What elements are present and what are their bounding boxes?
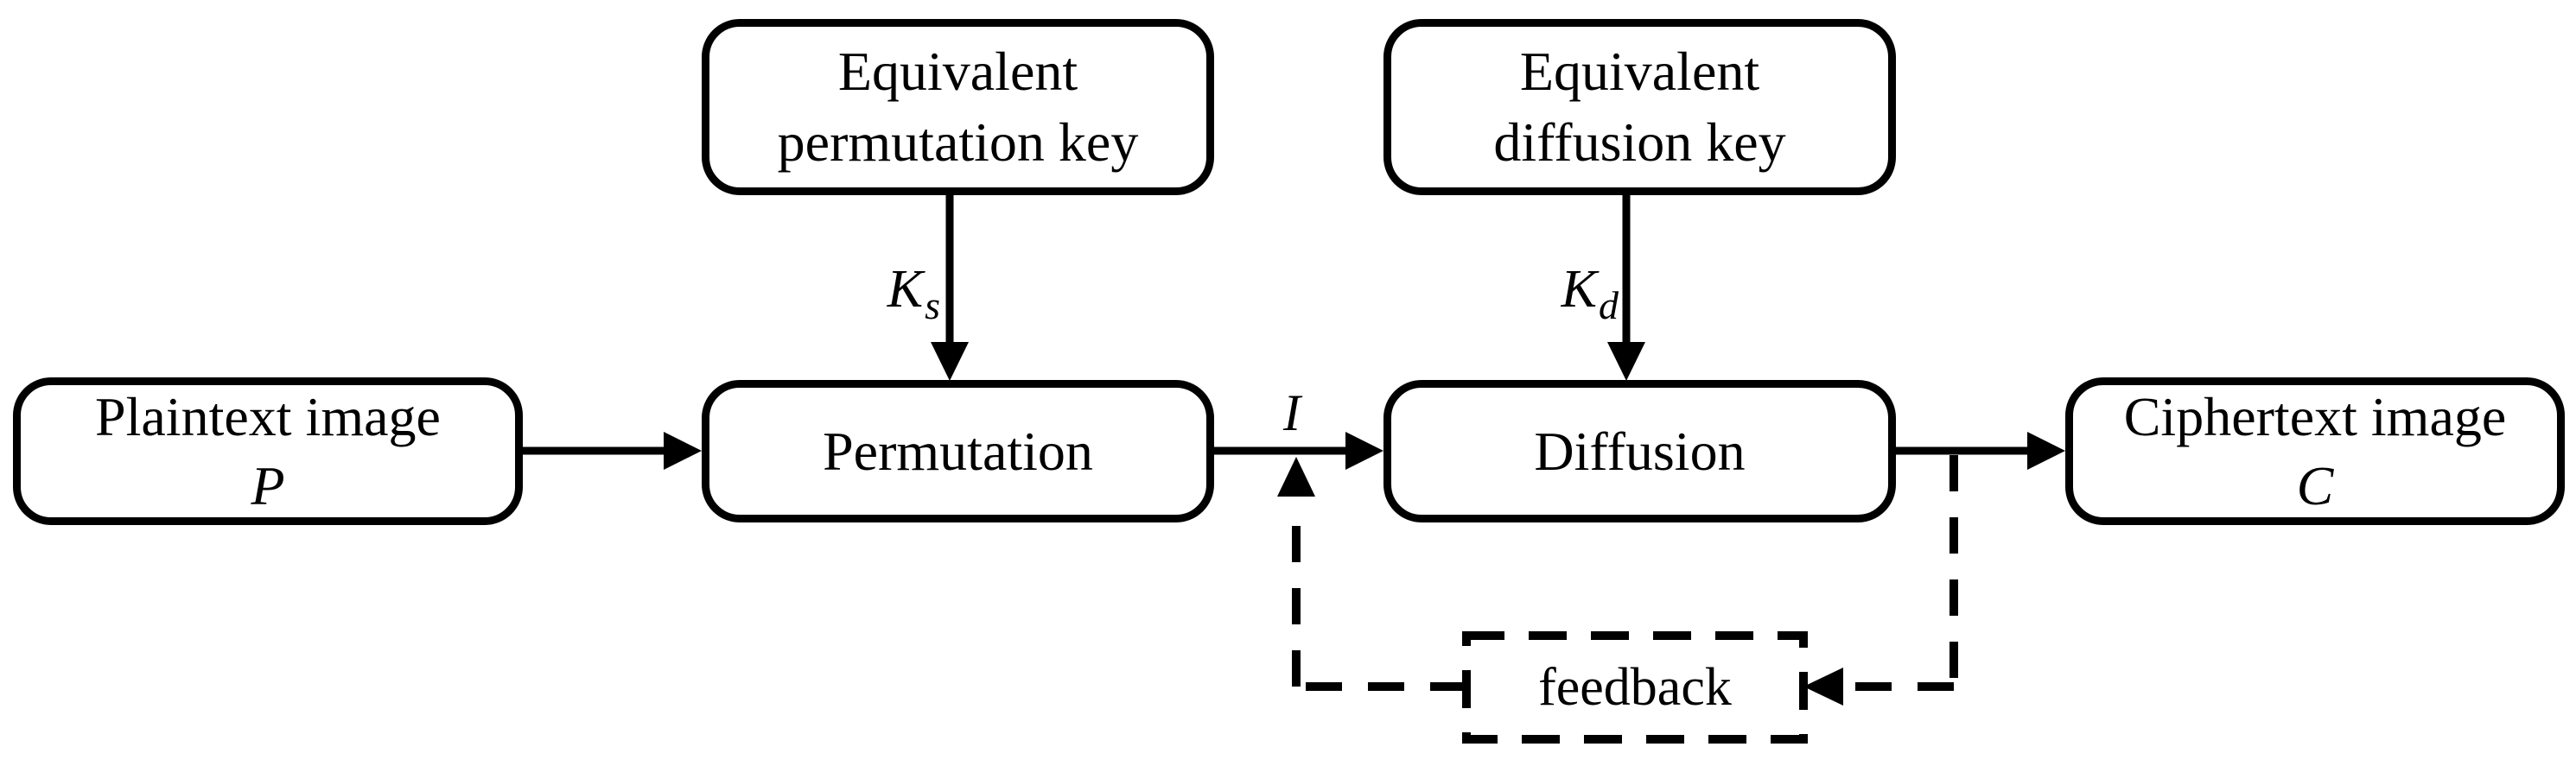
- ciphertext-label-line1: Ciphertext image: [2123, 385, 2507, 447]
- ks-label-subscript: s: [925, 283, 940, 327]
- plaintext-box: Plaintext image P: [13, 377, 523, 525]
- diffusion-key-label-line1: Equivalent: [1519, 41, 1760, 102]
- kd-label: Kd: [1491, 259, 1619, 327]
- permutation-key-label-line2: permutation key: [777, 111, 1139, 173]
- kd-label-subscript: d: [1599, 283, 1619, 327]
- permutation-box: Permutation: [702, 380, 1214, 522]
- diffusion-to-ciphertext-arrow: [1896, 432, 2065, 470]
- feedback-in-arrow: [1803, 668, 1954, 706]
- ks-arrow: [931, 195, 969, 381]
- ciphertext-box: Ciphertext image C: [2065, 377, 2565, 525]
- diffusion-key-box: Equivalent diffusion key: [1383, 19, 1896, 195]
- ciphertext-symbol: C: [2296, 454, 2334, 516]
- plaintext-to-permutation-arrow: [523, 432, 702, 470]
- feedback-return-arrow: [1277, 457, 1315, 687]
- permutation-key-label-line1: Equivalent: [837, 41, 1078, 102]
- diffusion-label: Diffusion: [1534, 420, 1746, 482]
- ks-label-base: K: [887, 260, 924, 319]
- permutation-label: Permutation: [823, 420, 1093, 482]
- kd-label-base: K: [1561, 260, 1597, 319]
- diffusion-key-label-line2: diffusion key: [1493, 111, 1786, 173]
- kd-arrow: [1607, 195, 1645, 381]
- feedback-label: feedback: [1538, 657, 1732, 717]
- plaintext-label-line1: Plaintext image: [95, 385, 441, 447]
- permutation-to-diffusion-arrow: [1214, 432, 1383, 470]
- plaintext-symbol: P: [251, 454, 285, 516]
- diffusion-box: Diffusion: [1383, 380, 1896, 522]
- permutation-key-box: Equivalent permutation key: [702, 19, 1214, 195]
- ks-label: Ks: [812, 259, 940, 327]
- intermediate-image-label: I: [1283, 384, 1301, 441]
